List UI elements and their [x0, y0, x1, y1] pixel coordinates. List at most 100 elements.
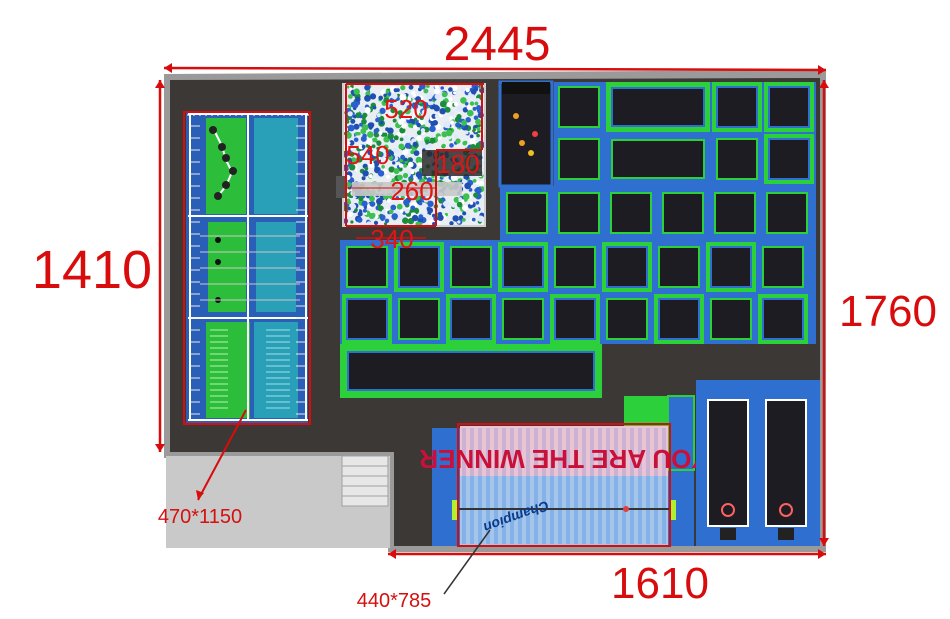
foam-cube	[364, 84, 371, 91]
foam-cube	[446, 101, 453, 108]
foam-cube	[377, 170, 385, 177]
banner-stripe	[510, 428, 514, 544]
foam-cube	[410, 170, 415, 175]
foam-cube	[471, 217, 476, 222]
foam-cube	[460, 97, 467, 104]
foam-cube	[453, 102, 459, 107]
foam-cube	[450, 120, 455, 124]
foam-cube	[347, 124, 355, 132]
banner-stripe	[478, 428, 482, 544]
foam-cube	[366, 138, 373, 145]
foam-cube	[427, 143, 433, 148]
foam-cube	[412, 141, 418, 147]
foam-cube	[347, 200, 352, 205]
banner-stripe	[574, 428, 578, 544]
foam-cube	[364, 166, 369, 171]
ninja-ball	[222, 154, 230, 162]
foam-cube	[393, 135, 399, 141]
banner-stripe	[654, 428, 658, 544]
foam-cube	[449, 221, 454, 226]
foam-cube	[400, 101, 405, 106]
trampoline-mat	[710, 246, 752, 288]
foam-cube	[357, 132, 361, 136]
foam-cube	[353, 88, 360, 95]
foam-cube	[432, 222, 436, 226]
foam-cube	[403, 137, 411, 145]
dimension-height-right: 1760	[839, 287, 937, 336]
foam-cube	[432, 120, 439, 126]
foam-cube	[390, 107, 396, 114]
foam-cube	[424, 139, 430, 144]
foam-cube	[403, 199, 410, 206]
foam-cube	[419, 115, 424, 121]
dodgeball-step	[624, 396, 668, 426]
foam-cube	[434, 114, 439, 119]
lane-target	[721, 503, 735, 517]
tumble-lane	[707, 399, 749, 527]
foam-cube	[437, 136, 442, 140]
foam-cube	[398, 143, 405, 150]
foam-cube	[470, 144, 476, 150]
foam-cube	[387, 152, 392, 157]
foam-cube	[365, 143, 370, 148]
foam-cube	[440, 86, 445, 90]
foam-cube	[361, 200, 368, 207]
foam-cube	[356, 156, 363, 163]
foam-cube	[400, 85, 406, 91]
foam-cube	[371, 137, 378, 144]
trampoline-mat	[606, 298, 648, 340]
foam-cube	[347, 158, 353, 163]
foam-cube	[413, 124, 418, 130]
foam-cube	[398, 163, 404, 168]
banner-stripe	[638, 428, 642, 544]
foam-cube	[457, 220, 461, 224]
banner-pink	[460, 426, 668, 476]
trampoline-mat	[716, 86, 758, 128]
foam-cube	[476, 127, 481, 131]
foam-pit-inner-label: 260	[390, 176, 433, 206]
foam-cube	[429, 137, 436, 144]
foam-cube	[448, 97, 453, 101]
trampoline-mat	[768, 86, 810, 128]
foam-cube	[449, 116, 453, 120]
dimension-lines	[155, 63, 829, 595]
width-dimension-line	[163, 66, 827, 72]
foam-cube	[400, 195, 405, 200]
foam-cube	[435, 123, 441, 130]
foam-cube	[443, 121, 451, 129]
foam-cube	[473, 192, 479, 198]
foam-cube	[399, 137, 404, 142]
long-trampoline-mat	[347, 351, 595, 391]
foam-cube	[408, 161, 414, 168]
ninja-ball	[229, 167, 237, 175]
foam-cube	[427, 200, 434, 207]
foam-cube	[476, 133, 480, 138]
foam-cube	[472, 106, 477, 111]
foam-cube	[371, 144, 376, 149]
foam-pit-width-label: 520	[384, 94, 427, 124]
foam-cube	[474, 101, 479, 106]
foam-cube	[456, 105, 463, 113]
foam-cube	[423, 197, 429, 203]
foam-cube	[378, 130, 383, 136]
foam-cube	[399, 127, 406, 134]
foam-cube	[430, 101, 434, 105]
foam-cube	[376, 146, 380, 151]
foam-cube	[412, 103, 419, 110]
foam-cube	[377, 205, 384, 212]
foam-cube	[365, 91, 371, 97]
foam-cube	[369, 201, 376, 207]
foam-cube	[418, 201, 423, 206]
ninja-hold	[215, 259, 221, 265]
foam-cube	[381, 209, 386, 214]
foam-cube	[352, 169, 357, 175]
foam-cube	[397, 214, 404, 220]
foam-pit-beam	[352, 182, 462, 196]
banner-stripe	[646, 428, 650, 544]
foam-cube	[352, 114, 357, 119]
banner-stripe	[470, 428, 474, 544]
foam-cube	[439, 108, 446, 115]
foam-cube	[461, 178, 467, 184]
foam-cube	[456, 114, 462, 120]
